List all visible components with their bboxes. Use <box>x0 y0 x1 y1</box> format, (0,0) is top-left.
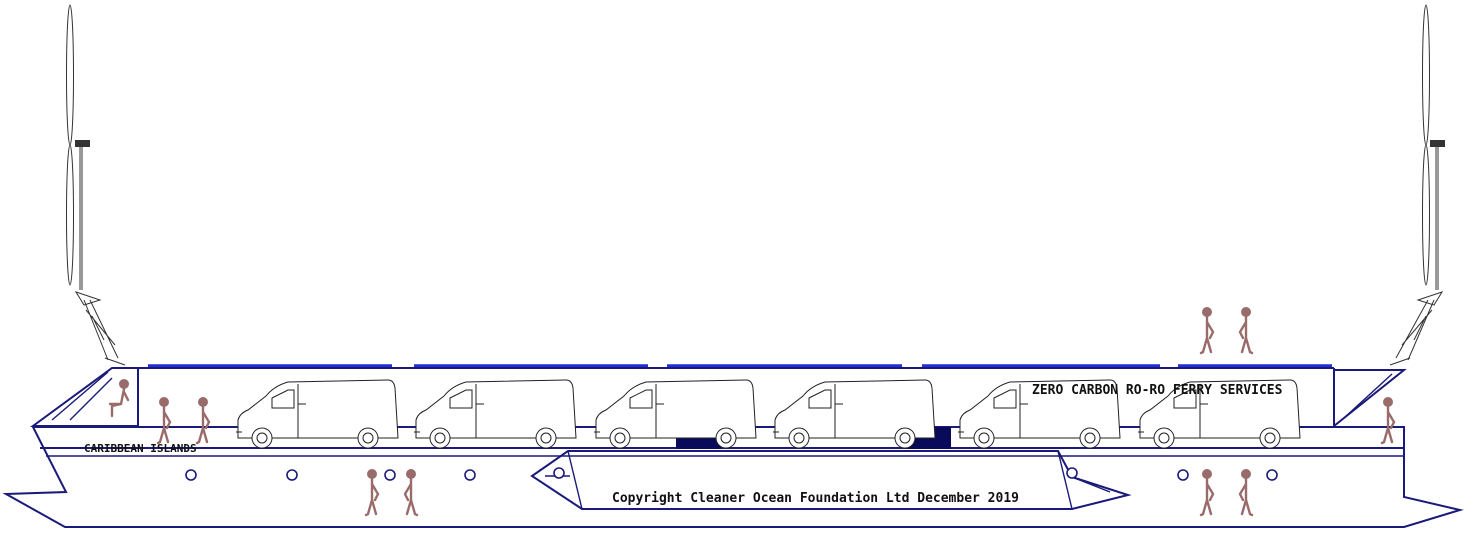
person-8 <box>1380 395 1396 445</box>
portholes <box>185 467 1278 481</box>
person-4 <box>364 467 380 517</box>
van-1 <box>235 379 399 449</box>
pontoon <box>530 450 1132 510</box>
hull <box>2 426 1464 528</box>
ferry-services-label: ZERO CARBON RO-RO FERRY SERVICES <box>1032 383 1283 398</box>
copyright-label: Copyright Cleaner Ocean Foundation Ltd D… <box>612 491 1019 506</box>
person-9 <box>1199 467 1215 517</box>
van-2 <box>413 379 577 449</box>
person-5 <box>403 467 419 517</box>
van-3 <box>593 379 757 449</box>
left-wind-turbine <box>66 4 126 366</box>
region-label: CARIBBEAN ISLANDS <box>84 442 197 455</box>
person-7 <box>1238 305 1254 355</box>
person-3 <box>195 395 211 445</box>
person-2 <box>156 395 172 445</box>
right-wind-turbine <box>1389 4 1445 366</box>
van-4 <box>772 379 936 449</box>
person-6 <box>1199 305 1215 355</box>
person-1 <box>108 377 131 418</box>
person-10 <box>1238 467 1254 517</box>
